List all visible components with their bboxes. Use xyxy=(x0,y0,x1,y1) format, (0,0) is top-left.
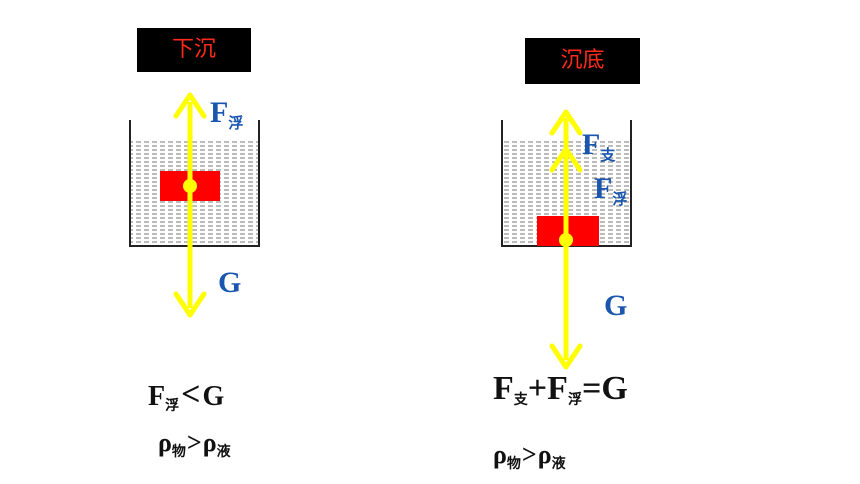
left-buoyancy-arrowhead xyxy=(173,92,207,119)
left-buoyancy-label: F浮 xyxy=(210,96,244,132)
right-force-relation: F支+F浮=G xyxy=(493,370,628,408)
left-force-arrows xyxy=(173,92,207,318)
title-sink: 下沉 xyxy=(137,28,251,72)
right-force-arrows xyxy=(549,109,583,370)
left-gravity-label: G xyxy=(218,266,242,299)
left-container xyxy=(129,120,260,247)
right-support-label: F支 xyxy=(582,128,616,164)
right-gravity-label: G xyxy=(604,289,628,322)
right-gravity-arrowhead xyxy=(549,343,583,370)
right-buoyancy-arrowhead xyxy=(549,146,583,173)
left-force-relation: F浮<G xyxy=(148,376,225,414)
right-center-dot xyxy=(559,233,573,247)
left-center-dot xyxy=(183,179,197,193)
left-density-relation: ρ物>ρ液 xyxy=(158,428,231,460)
right-support-arrowhead xyxy=(549,109,583,136)
right-density-relation: ρ物>ρ液 xyxy=(493,440,566,472)
right-buoyancy-label: F浮 xyxy=(594,172,628,208)
left-gravity-arrowhead xyxy=(173,291,207,318)
title-rest-on-bottom: 沉底 xyxy=(525,38,640,84)
